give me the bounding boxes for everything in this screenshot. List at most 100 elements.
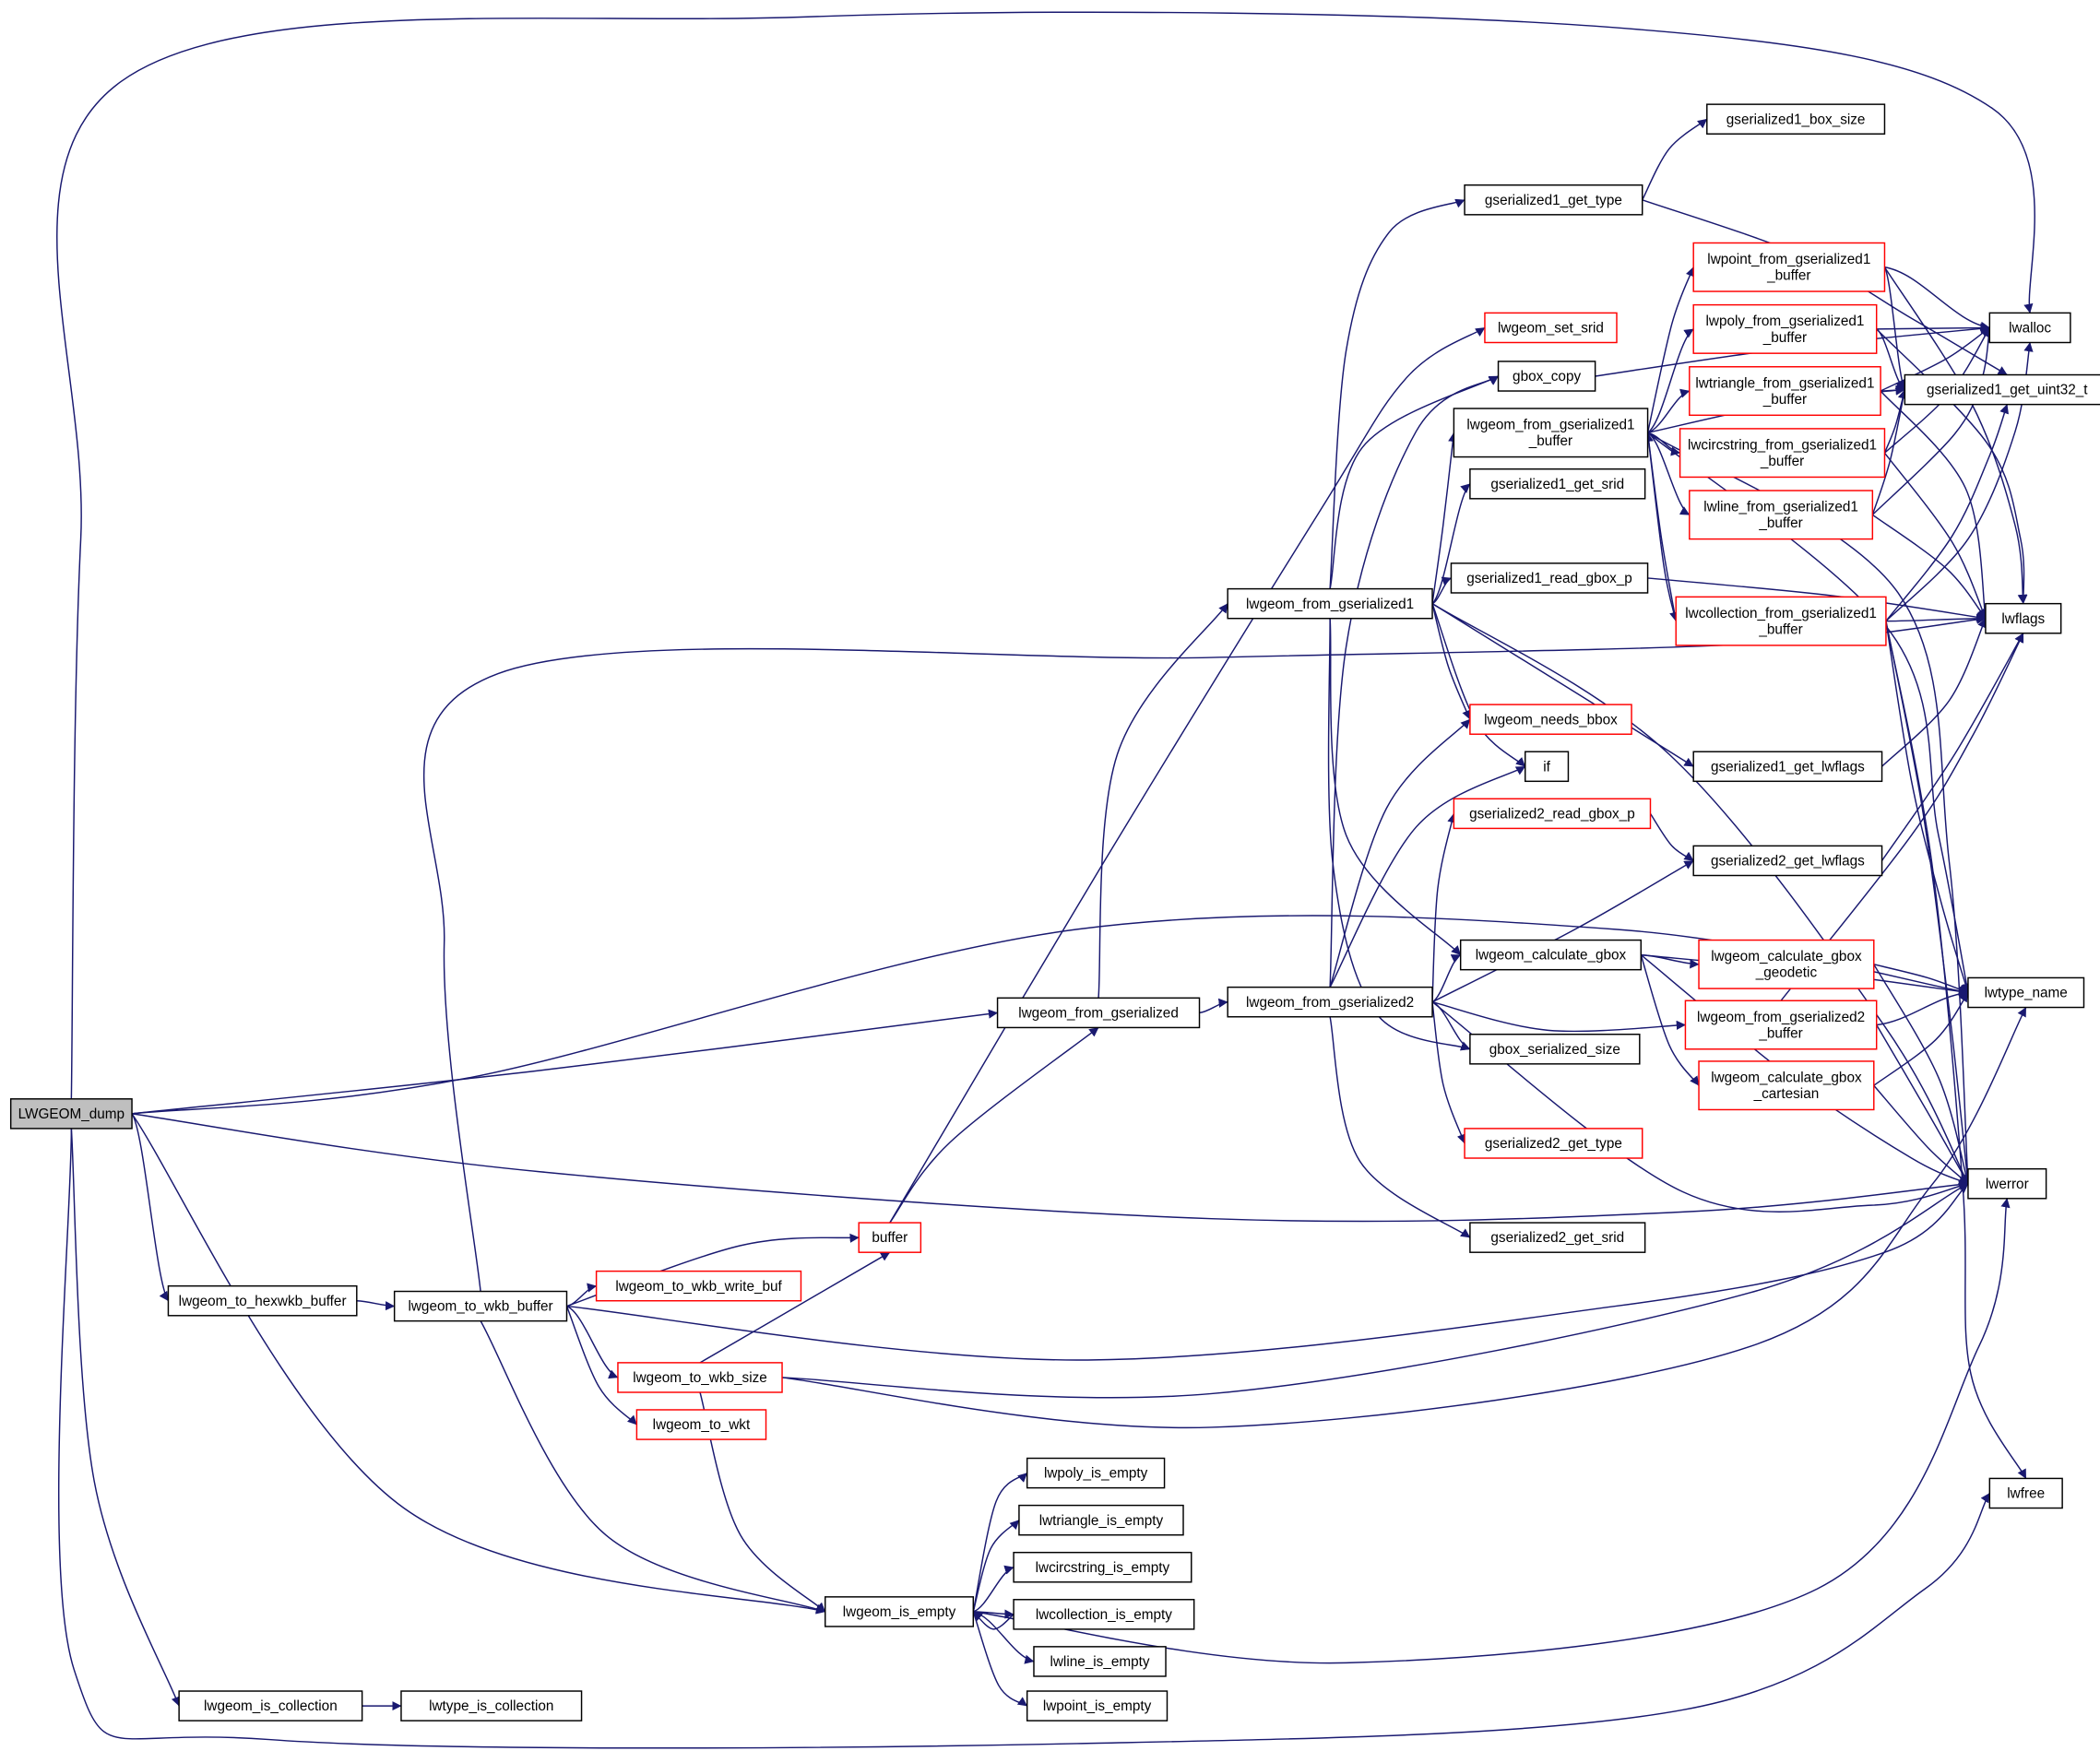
node-box-lwgeom_from_gserialized2[interactable] (1227, 986, 1433, 1018)
node-gserialized1_get_lwflags[interactable]: gserialized1_get_lwflags (1692, 751, 1883, 783)
node-box-gserialized1_get_srid[interactable] (1469, 467, 1646, 500)
node-box-lwcollection_from_gserialized1_buffer[interactable] (1675, 596, 1887, 646)
node-box-gserialized2_get_type[interactable] (1464, 1128, 1643, 1159)
node-lwpoint_from_gserialized1_buffer[interactable]: lwpoint_from_gserialized1_buffer (1692, 242, 1886, 292)
node-box-lwtype_name[interactable] (1967, 976, 2085, 1009)
node-lwgeom_to_wkb_buffer[interactable]: lwgeom_to_wkb_buffer (393, 1290, 568, 1322)
node-box-lwgeom_from_gserialized1[interactable] (1227, 587, 1433, 620)
node-lwalloc[interactable]: lwalloc (1988, 312, 2071, 344)
node-box-lwpoly_is_empty[interactable] (1026, 1457, 1166, 1489)
node-box-gbox_copy[interactable] (1497, 361, 1596, 392)
node-box-lwerror[interactable] (1967, 1167, 2047, 1200)
node-gserialized2_read_gbox_p[interactable]: gserialized2_read_gbox_p (1453, 798, 1652, 830)
node-box-lwgeom_to_wkb_size[interactable] (617, 1362, 783, 1393)
node-lwgeom_to_wkt[interactable]: lwgeom_to_wkt (635, 1409, 767, 1440)
node-box-lwgeom_needs_bbox[interactable] (1469, 704, 1632, 735)
node-box-lwpoint_from_gserialized1_buffer[interactable] (1692, 242, 1886, 292)
node-box-lwcollection_is_empty[interactable] (1013, 1599, 1195, 1630)
node-lwtype_is_collection[interactable]: lwtype_is_collection (400, 1690, 583, 1721)
node-box-gserialized2_get_srid[interactable] (1469, 1222, 1646, 1253)
node-gserialized2_get_lwflags[interactable]: gserialized2_get_lwflags (1692, 845, 1883, 877)
node-lwpoly_from_gserialized1_buffer[interactable]: lwpoly_from_gserialized1_buffer (1692, 303, 1878, 354)
node-box-lwgeom_is_collection[interactable] (178, 1690, 363, 1721)
node-box-lwgeom_calculate_gbox_cartesian[interactable] (1698, 1060, 1875, 1111)
node-lwgeom_from_gserialized2[interactable]: lwgeom_from_gserialized2 (1227, 986, 1433, 1018)
node-lwpoint_is_empty[interactable]: lwpoint_is_empty (1026, 1690, 1169, 1721)
node-lwgeom_from_gserialized2_buffer[interactable]: lwgeom_from_gserialized2_buffer (1684, 1000, 1878, 1050)
node-box-if[interactable] (1525, 751, 1570, 783)
node-gserialized1_get_type[interactable]: gserialized1_get_type (1464, 183, 1643, 216)
node-lwgeom_calculate_gbox[interactable]: lwgeom_calculate_gbox (1459, 939, 1643, 971)
node-lwerror[interactable]: lwerror (1967, 1167, 2047, 1200)
node-box-lwgeom_set_srid[interactable] (1484, 312, 1618, 344)
node-lwtriangle_from_gserialized1_buffer[interactable]: lwtriangle_from_gserialized1_buffer (1689, 366, 1881, 417)
node-box-lwpoly_from_gserialized1_buffer[interactable] (1692, 303, 1878, 354)
node-gbox_serialized_size[interactable]: gbox_serialized_size (1469, 1034, 1641, 1065)
node-lwgeom_is_collection[interactable]: lwgeom_is_collection (178, 1690, 363, 1721)
node-box-lwgeom_is_empty[interactable] (825, 1596, 975, 1627)
node-box-gserialized1_get_type[interactable] (1464, 183, 1643, 216)
node-box-lwcircstring_is_empty[interactable] (1013, 1551, 1192, 1583)
node-lwline_is_empty[interactable]: lwline_is_empty (1033, 1646, 1167, 1677)
node-LWGEOM_dump[interactable]: LWGEOM_dump (9, 1098, 133, 1130)
node-lwgeom_is_empty[interactable]: lwgeom_is_empty (825, 1596, 975, 1627)
node-box-lwpoint_is_empty[interactable] (1026, 1690, 1169, 1721)
node-lwgeom_to_wkb_write_buf[interactable]: lwgeom_to_wkb_write_buf (595, 1270, 802, 1302)
node-gbox_copy[interactable]: gbox_copy (1497, 361, 1596, 392)
node-lwtriangle_is_empty[interactable]: lwtriangle_is_empty (1018, 1504, 1184, 1536)
node-box-lwtype_is_collection[interactable] (400, 1690, 583, 1721)
node-lwgeom_needs_bbox[interactable]: lwgeom_needs_bbox (1469, 704, 1632, 735)
node-box-gbox_serialized_size[interactable] (1469, 1034, 1641, 1065)
node-box-gserialized2_read_gbox_p[interactable] (1453, 798, 1652, 830)
node-lwgeom_set_srid[interactable]: lwgeom_set_srid (1484, 312, 1618, 344)
node-gserialized1_box_size[interactable]: gserialized1_box_size (1706, 103, 1886, 135)
node-box-lwgeom_calculate_gbox_geodetic[interactable] (1698, 939, 1875, 989)
node-lwcircstring_is_empty[interactable]: lwcircstring_is_empty (1013, 1551, 1192, 1583)
node-gserialized1_read_gbox_p[interactable]: gserialized1_read_gbox_p (1450, 562, 1649, 594)
node-gserialized2_get_srid[interactable]: gserialized2_get_srid (1469, 1222, 1646, 1253)
node-lwgeom_to_wkb_size[interactable]: lwgeom_to_wkb_size (617, 1362, 783, 1393)
node-box-lwfree[interactable] (1988, 1477, 2063, 1509)
node-lwcollection_is_empty[interactable]: lwcollection_is_empty (1013, 1599, 1195, 1630)
node-box-lwline_from_gserialized1_buffer[interactable] (1689, 490, 1874, 540)
node-box-lwgeom_calculate_gbox[interactable] (1459, 939, 1643, 971)
node-box-lwgeom_to_wkb_buffer[interactable] (393, 1290, 568, 1322)
node-lwgeom_calculate_gbox_geodetic[interactable]: lwgeom_calculate_gbox_geodetic (1698, 939, 1875, 989)
node-lwgeom_from_gserialized[interactable]: lwgeom_from_gserialized (996, 997, 1201, 1029)
node-lwtype_name[interactable]: lwtype_name (1967, 976, 2085, 1009)
node-lwfree[interactable]: lwfree (1988, 1477, 2063, 1509)
node-lwgeom_to_hexwkb_buffer[interactable]: lwgeom_to_hexwkb_buffer (167, 1284, 358, 1317)
node-lwgeom_from_gserialized1_buffer[interactable]: lwgeom_from_gserialized1_buffer (1453, 408, 1649, 458)
node-box-lwcircstring_from_gserialized1_buffer[interactable] (1679, 428, 1886, 479)
node-box-lwgeom_from_gserialized1_buffer[interactable] (1453, 408, 1649, 458)
node-box-LWGEOM_dump[interactable] (9, 1098, 133, 1130)
node-lwgeom_from_gserialized1[interactable]: lwgeom_from_gserialized1 (1227, 587, 1433, 620)
node-lwgeom_calculate_gbox_cartesian[interactable]: lwgeom_calculate_gbox_cartesian (1698, 1060, 1875, 1111)
node-lwpoly_is_empty[interactable]: lwpoly_is_empty (1026, 1457, 1166, 1489)
node-lwflags[interactable]: lwflags (1985, 602, 2062, 634)
node-buffer[interactable]: buffer (858, 1222, 922, 1253)
node-box-lwgeom_to_hexwkb_buffer[interactable] (167, 1284, 358, 1317)
node-box-lwgeom_to_wkt[interactable] (635, 1409, 767, 1440)
node-box-gserialized1_box_size[interactable] (1706, 103, 1886, 135)
node-box-gserialized1_read_gbox_p[interactable] (1450, 562, 1649, 594)
node-box-lwgeom_from_gserialized2_buffer[interactable] (1684, 1000, 1878, 1050)
node-box-buffer[interactable] (858, 1222, 922, 1253)
node-box-gserialized2_get_lwflags[interactable] (1692, 845, 1883, 877)
node-gserialized1_get_srid[interactable]: gserialized1_get_srid (1469, 467, 1646, 500)
node-box-gserialized1_get_lwflags[interactable] (1692, 751, 1883, 783)
node-gserialized1_get_uint32_t[interactable]: gserialized1_get_uint32_t (1904, 373, 2100, 406)
node-box-lwgeom_to_wkb_write_buf[interactable] (595, 1270, 802, 1302)
node-box-lwgeom_from_gserialized[interactable] (996, 997, 1201, 1029)
node-box-lwtriangle_is_empty[interactable] (1018, 1504, 1184, 1536)
node-box-gserialized1_get_uint32_t[interactable] (1904, 373, 2100, 406)
node-if[interactable]: if (1525, 751, 1570, 783)
node-lwline_from_gserialized1_buffer[interactable]: lwline_from_gserialized1_buffer (1689, 490, 1874, 540)
node-box-lwtriangle_from_gserialized1_buffer[interactable] (1689, 366, 1881, 417)
node-gserialized2_get_type[interactable]: gserialized2_get_type (1464, 1128, 1643, 1159)
node-box-lwalloc[interactable] (1988, 312, 2071, 344)
node-lwcircstring_from_gserialized1_buffer[interactable]: lwcircstring_from_gserialized1_buffer (1679, 428, 1886, 479)
node-box-lwflags[interactable] (1985, 602, 2062, 634)
node-lwcollection_from_gserialized1_buffer[interactable]: lwcollection_from_gserialized1_buffer (1675, 596, 1887, 646)
node-box-lwline_is_empty[interactable] (1033, 1646, 1167, 1677)
